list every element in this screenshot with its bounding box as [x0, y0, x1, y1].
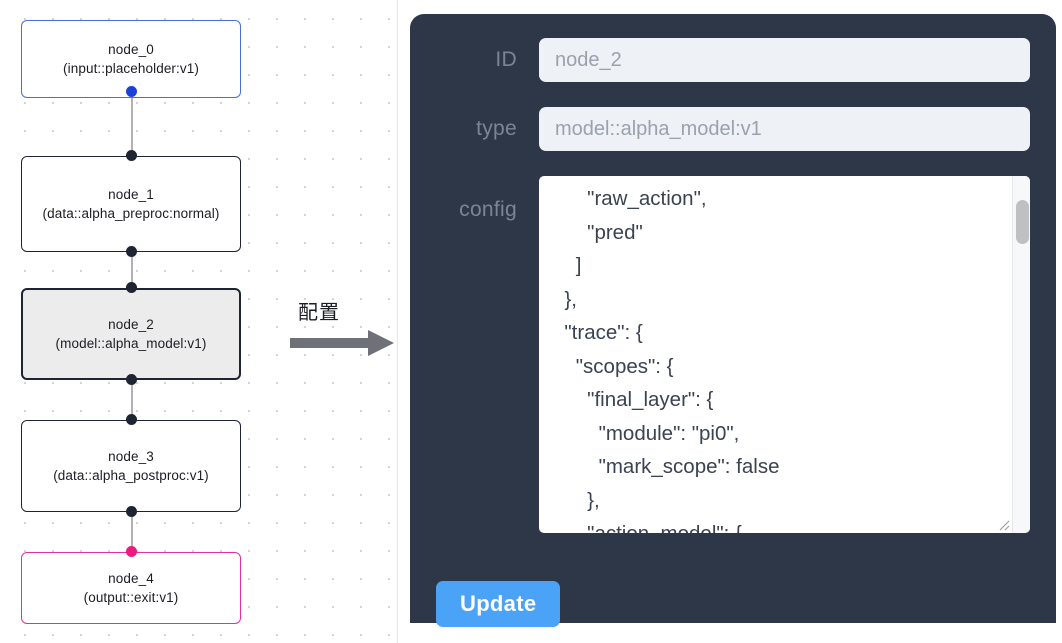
config-field-label: config: [459, 198, 517, 221]
graph-node-label: node_1 (data::alpha_preproc:normal): [42, 187, 220, 221]
id-input[interactable]: [539, 38, 1030, 82]
graph-node-node_4[interactable]: node_4 (output::exit:v1): [21, 552, 241, 624]
id-form-row: ID: [436, 38, 1030, 82]
configure-arrow-group: 配置: [290, 296, 394, 358]
node-config-panel: ID type config Update: [410, 14, 1056, 627]
config-textarea-wrapper: [539, 176, 1030, 533]
graph-node-label: node_2 (model::alpha_model:v1): [55, 317, 207, 351]
node-handle-1[interactable]: [126, 150, 137, 161]
graph-edge-0[interactable]: [131, 92, 133, 162]
graph-node-node_3[interactable]: node_3 (data::alpha_postproc:v1): [21, 420, 241, 512]
graph-node-node_0[interactable]: node_0 (input::placeholder:v1): [21, 20, 241, 98]
node-handle-4[interactable]: [126, 374, 137, 385]
id-field-label: ID: [495, 48, 517, 71]
node-handle-2[interactable]: [126, 246, 137, 257]
graph-edge-3[interactable]: [131, 507, 133, 557]
update-button[interactable]: Update: [436, 581, 561, 627]
right-arrow-icon: [290, 330, 394, 356]
resize-grip-icon[interactable]: [996, 517, 1010, 531]
node-handle-5[interactable]: [126, 414, 137, 425]
node-handle-3[interactable]: [126, 282, 137, 293]
arrow-caption-label: 配置: [298, 300, 340, 324]
graph-canvas[interactable]: node_0 (input::placeholder:v1)node_1 (da…: [0, 0, 398, 643]
node-handle-7[interactable]: [126, 546, 137, 557]
graph-node-label: node_3 (data::alpha_postproc:v1): [53, 449, 209, 483]
config-textarea[interactable]: [539, 176, 1030, 533]
config-scrollbar-thumb[interactable]: [1016, 200, 1029, 244]
node-handle-6[interactable]: [126, 506, 137, 517]
type-input[interactable]: [539, 107, 1030, 151]
graph-node-node_2[interactable]: node_2 (model::alpha_model:v1): [21, 288, 241, 380]
config-form-row: config: [436, 176, 1030, 533]
type-form-row: type: [436, 107, 1030, 151]
graph-node-label: node_4 (output::exit:v1): [83, 571, 179, 605]
graph-node-node_1[interactable]: node_1 (data::alpha_preproc:normal): [21, 156, 241, 252]
graph-node-label: node_0 (input::placeholder:v1): [63, 42, 199, 76]
graph-edge-1[interactable]: [131, 247, 133, 294]
type-field-label: type: [476, 117, 517, 140]
graph-edge-2[interactable]: [131, 375, 133, 425]
canvas-divider: [397, 0, 398, 643]
node-handle-0[interactable]: [126, 86, 137, 97]
config-scrollbar[interactable]: [1012, 176, 1030, 533]
